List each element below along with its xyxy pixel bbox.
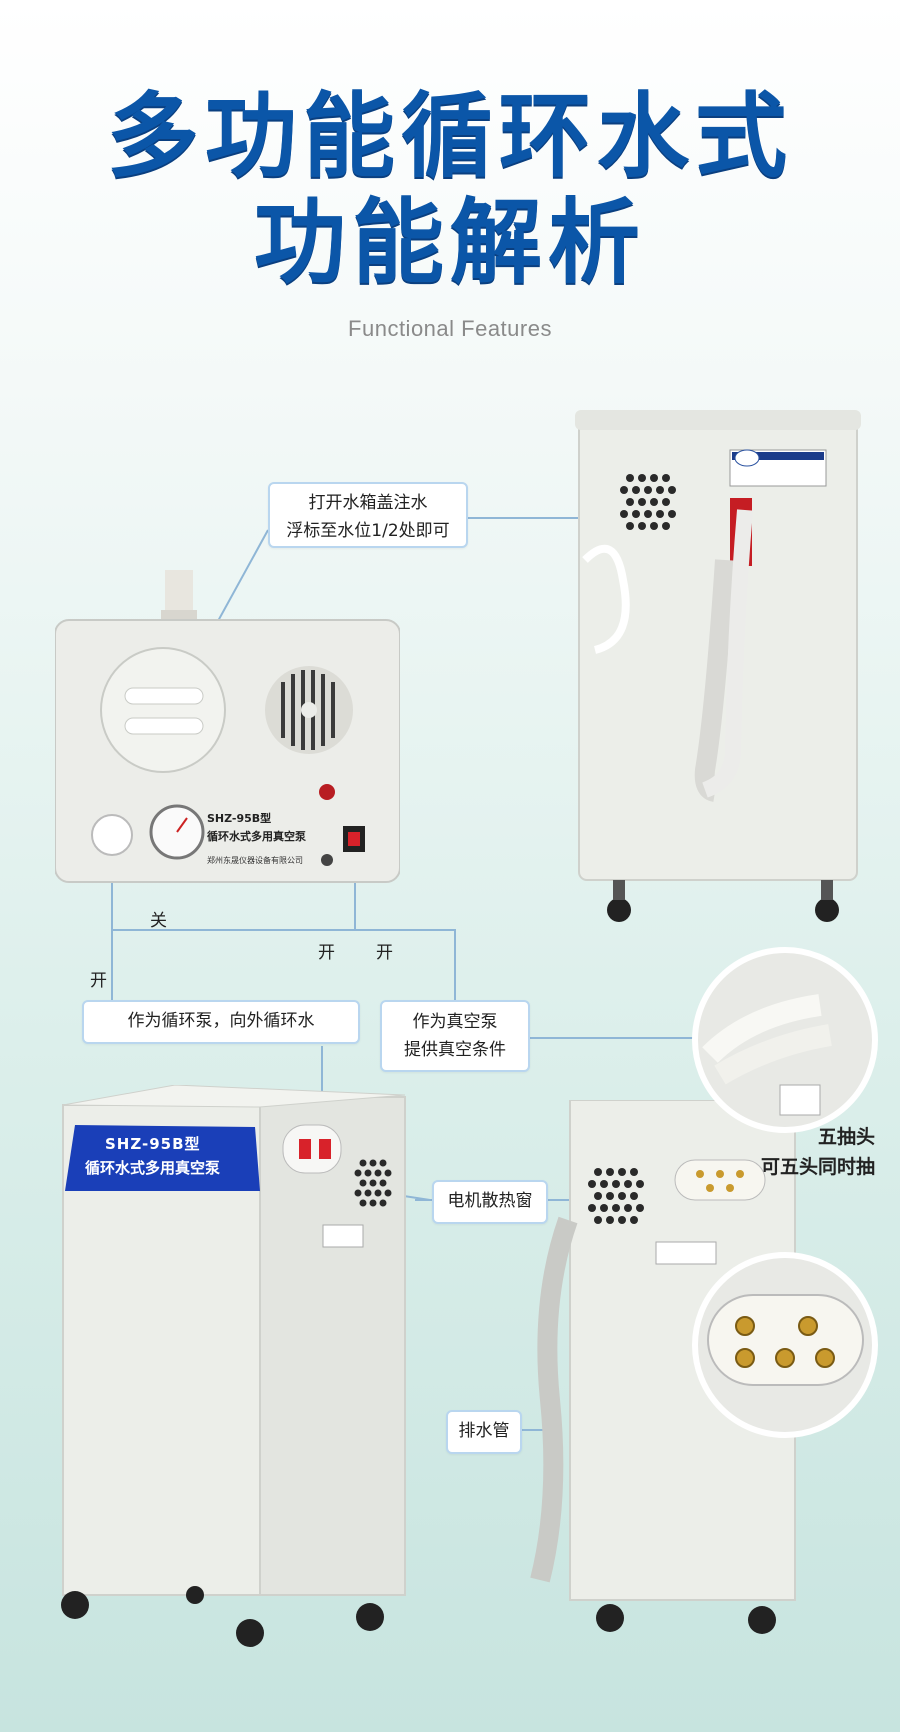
pump-top-illustration <box>54 570 401 883</box>
subtitle: Functional Features <box>348 316 552 341</box>
panel-maker-text: 郑州东晟仪器设备有限公司 <box>207 856 303 865</box>
callout-circulation-pump-text: 作为循环泵，向外循环水 <box>127 1011 315 1031</box>
main-title-line1: 多功能循环水式 <box>106 83 793 190</box>
callout-drain-pipe: 排水管 <box>446 1410 522 1454</box>
callout-circulation-pump: 作为循环泵，向外循环水 <box>82 1000 360 1044</box>
main-title-line2: 功能解析 <box>253 189 646 296</box>
callout-fill-water-line2: 浮标至水位1/2处即可 <box>286 521 450 541</box>
zoom-five-taps <box>692 1252 878 1438</box>
callout-fill-water: 打开水箱盖注水 浮标至水位1/2处即可 <box>268 482 468 548</box>
pump-back-view <box>575 409 865 925</box>
pump-front-illustration <box>61 1084 406 1647</box>
sticker-model-text: SHZ-95B型 <box>105 1135 201 1153</box>
pump-back-illustration <box>575 409 861 922</box>
label-five-taps-line2: 可五头同时抽 <box>760 1156 875 1178</box>
label-five-taps-line1: 五抽头 <box>817 1126 875 1148</box>
sticker-name-text: 循环水式多用真空泵 <box>85 1159 221 1177</box>
label-off: 关 <box>150 911 167 931</box>
callout-motor-vent-text: 电机散热窗 <box>447 1191 533 1211</box>
callout-drain-pipe-text: 排水管 <box>458 1421 510 1441</box>
callout-fill-water-line1: 打开水箱盖注水 <box>308 493 428 513</box>
callout-vacuum-pump-line1: 作为真空泵 <box>412 1012 498 1032</box>
callout-vacuum-pump: 作为真空泵 提供真空条件 <box>380 1000 530 1072</box>
label-on-mid2: 开 <box>376 943 393 963</box>
callout-vacuum-pump-line2: 提供真空条件 <box>404 1040 506 1060</box>
callout-motor-vent: 电机散热窗 <box>432 1180 548 1224</box>
panel-name-text: 循环水式多用真空泵 <box>207 830 306 843</box>
pump-front-view: SHZ-95B型 循环水式多用真空泵 <box>55 1084 415 1655</box>
label-on-mid1: 开 <box>318 943 335 963</box>
label-on-left: 开 <box>90 971 107 991</box>
panel-model-text: SHZ-95B型 <box>207 812 272 825</box>
pump-top-view: SHZ-95B型 循环水式多用真空泵 郑州东晟仪器设备有限公司 <box>54 570 401 885</box>
label-five-taps: 五抽头 可五头同时抽 <box>730 1122 875 1182</box>
zoom-hose-outlet <box>692 947 878 1133</box>
